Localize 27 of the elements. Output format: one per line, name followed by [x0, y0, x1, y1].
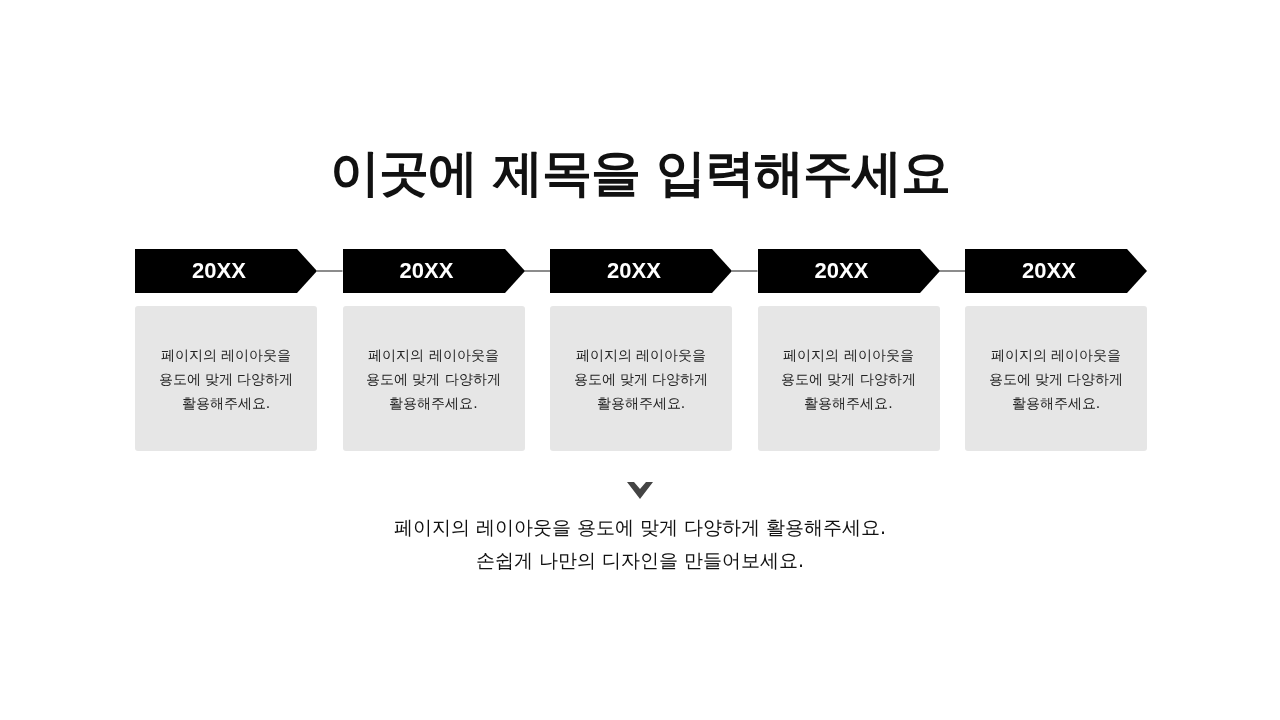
description-text: 페이지의 레이아웃을 용도에 맞게 다양하게 활용해주세요. — [157, 345, 295, 413]
description-card — [342, 306, 525, 451]
description-card — [135, 306, 317, 451]
description-text: 페이지의 레이아웃을 용도에 맞게 다양하게 활용해주세요. — [572, 345, 710, 413]
description-text: 페이지의 레이아웃을 용도에 맞게 다양하게 활용해주세요. — [365, 345, 502, 413]
year-arrow-tag — [757, 249, 940, 293]
body-text: 페이지의 레이아웃을 용도에 맞게 다양하게 활용해주세요. — [393, 515, 887, 540]
body-text: 손쉽게 나만의 디자인을 만들어보세요. — [475, 548, 805, 573]
description-text: 페이지의 레이아웃을 용도에 맞게 다양하게 활용해주세요. — [780, 345, 917, 413]
year-text: 20XX — [814, 258, 869, 284]
year-text: 20XX — [1022, 258, 1076, 284]
connector-line — [316, 270, 344, 272]
year-text: 20XX — [399, 258, 454, 284]
description-card — [965, 306, 1147, 451]
year-arrow-tag — [550, 249, 732, 293]
title: 이곳에 제목을 입력해주세요 — [328, 143, 952, 204]
description-text: 페이지의 레이아웃을 용도에 맞게 다양하게 활용해주세요. — [987, 345, 1125, 413]
year-arrow-tag — [965, 249, 1147, 293]
description-card — [757, 306, 940, 451]
connector-line — [731, 270, 759, 272]
year-text: 20XX — [607, 258, 661, 284]
connector-line — [523, 270, 551, 272]
connector-line — [938, 270, 966, 272]
year-arrow-tag — [135, 249, 317, 293]
year-arrow-tag — [342, 249, 525, 293]
year-text: 20XX — [192, 258, 246, 284]
description-card — [550, 306, 732, 451]
